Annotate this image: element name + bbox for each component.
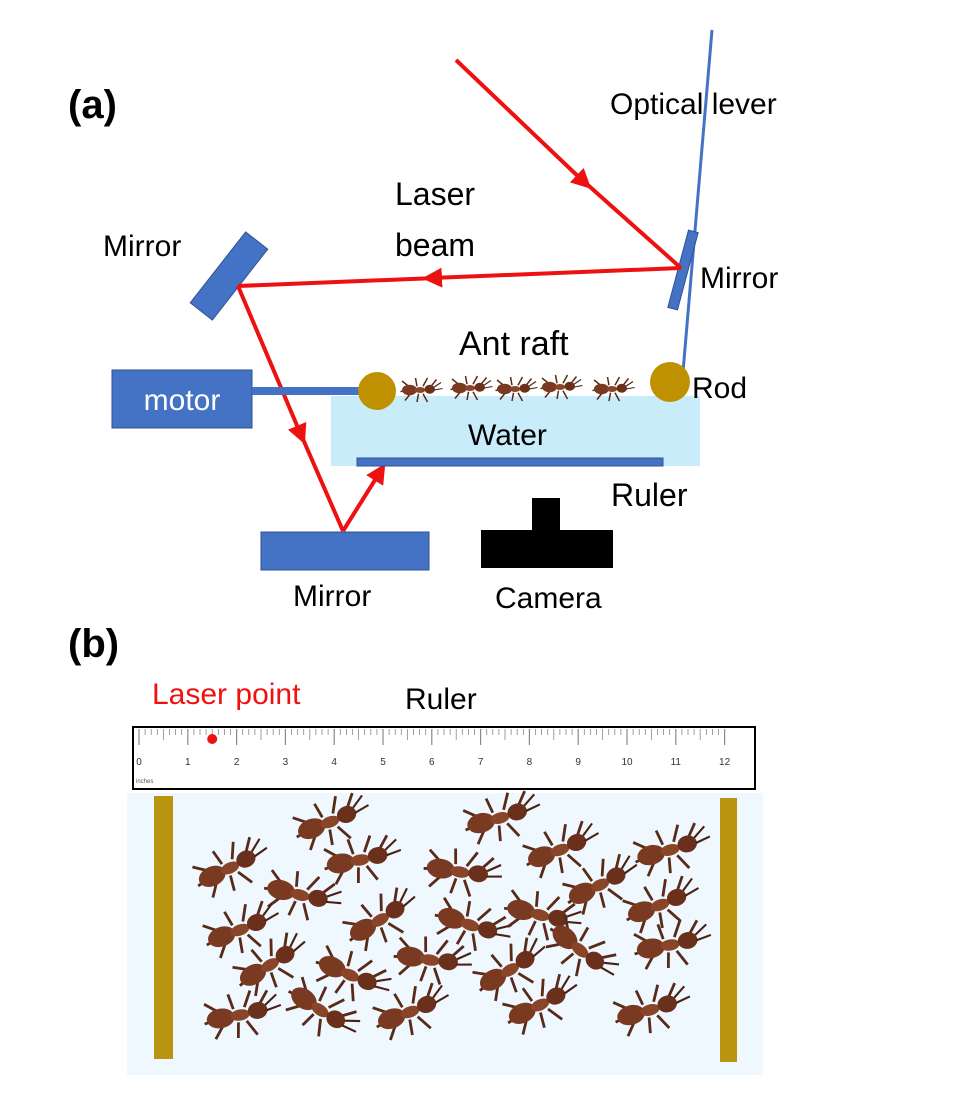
ant-raft-label: Ant raft [459,325,569,363]
camera-icon [481,498,613,568]
ruler-bar [356,457,664,467]
laser-beam-label-1: Laser [395,176,475,212]
ruler-tick-label: 6 [429,757,435,768]
rod-bar-left [154,796,173,1059]
mirror-left [189,231,269,321]
rod-label: Rod [692,372,747,405]
ruler-tick-label: 9 [575,757,581,768]
ruler-tick-label: 10 [621,757,633,768]
rod-bar-right [720,798,737,1062]
optical-lever [681,29,714,373]
ruler-tick-label: 5 [380,757,386,768]
camera-label: Camera [495,582,602,615]
rod-right [650,362,690,402]
laser-beam-label-2: beam [395,227,475,263]
ruler-tick-label: 3 [283,757,289,768]
laser-beam [236,58,683,533]
panel-b-label: (b) [68,622,119,666]
ruler-tick-label: 7 [478,757,484,768]
ruler-tick-label: 2 [234,757,240,768]
optical-lever-label: Optical lever [610,88,777,121]
panel-a-label: (a) [68,83,117,127]
mirror-bottom-label: Mirror [293,580,371,613]
mirror-left-label: Mirror [103,230,181,263]
ruler-label-b: Ruler [405,683,477,716]
ruler-tick-label: 1 [185,757,191,768]
ruler-label-a: Ruler [611,477,688,513]
ruler-tick-label: 12 [719,757,731,768]
ruler [132,726,756,790]
laser-point [207,734,218,744]
mirror-right-label: Mirror [700,262,778,295]
mirror-bottom [260,531,430,571]
motor [111,369,253,429]
motor-label: motor [144,384,221,417]
water-label: Water [468,419,547,452]
motor-shaft [252,387,364,395]
ruler-unit: inches [136,779,153,785]
laser-point-label: Laser point [152,678,301,711]
ruler-tick-label: 8 [527,757,533,768]
rod-left [358,372,396,410]
ruler-tick-label: 0 [136,757,142,768]
water-tank [331,396,700,466]
ruler-tick-label: 4 [331,757,337,768]
ruler-tick-label: 11 [671,757,682,768]
